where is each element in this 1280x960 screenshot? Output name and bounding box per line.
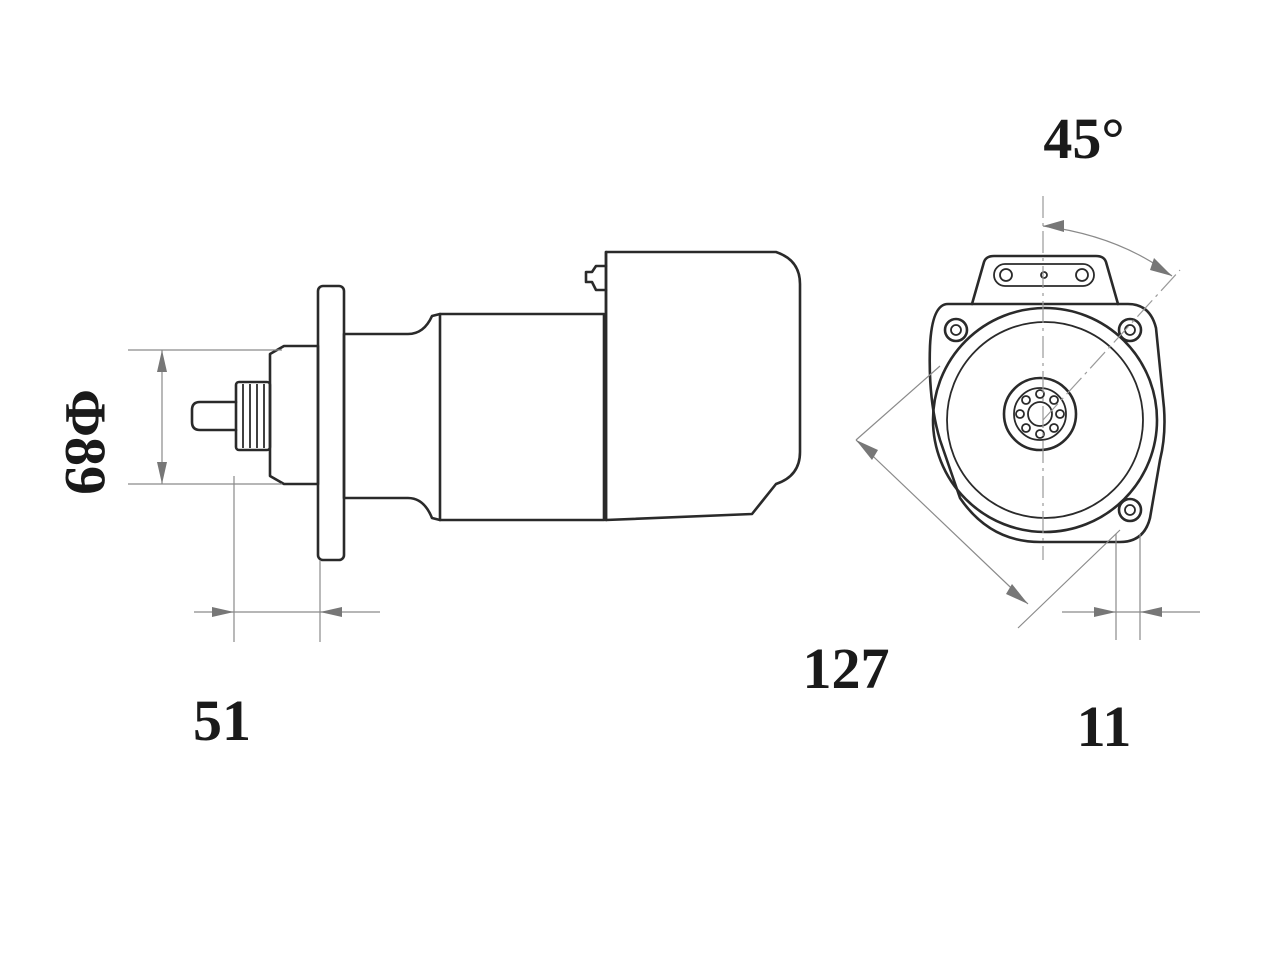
housing-inner-circle xyxy=(946,321,1144,519)
top-bracket xyxy=(970,254,1120,306)
diameter-label: Φ89 xyxy=(53,389,118,495)
shaft-tip xyxy=(190,400,238,432)
mount-hole-bottom xyxy=(1117,497,1143,523)
flange-diagonal-label: 127 xyxy=(803,636,890,701)
pinion-end xyxy=(1002,376,1078,452)
side-view xyxy=(128,250,802,642)
mount-hole-right xyxy=(1117,317,1143,343)
pinion-teeth xyxy=(1015,389,1065,439)
mounting-flange xyxy=(316,284,346,562)
housing-circle xyxy=(931,306,1159,534)
mount-angle-label: 45° xyxy=(1043,106,1124,171)
mount-hole-left xyxy=(943,317,969,343)
bracket-slot xyxy=(993,263,1095,287)
nose-collar xyxy=(268,344,320,486)
solenoid xyxy=(604,250,802,522)
drive-housing xyxy=(342,312,606,522)
flange-thickness-label: 11 xyxy=(1077,694,1132,759)
solenoid-terminal xyxy=(584,264,608,292)
end-view xyxy=(855,196,1200,640)
end-flange-outline xyxy=(928,302,1166,544)
pinion-offset-label: 51 xyxy=(193,688,251,753)
